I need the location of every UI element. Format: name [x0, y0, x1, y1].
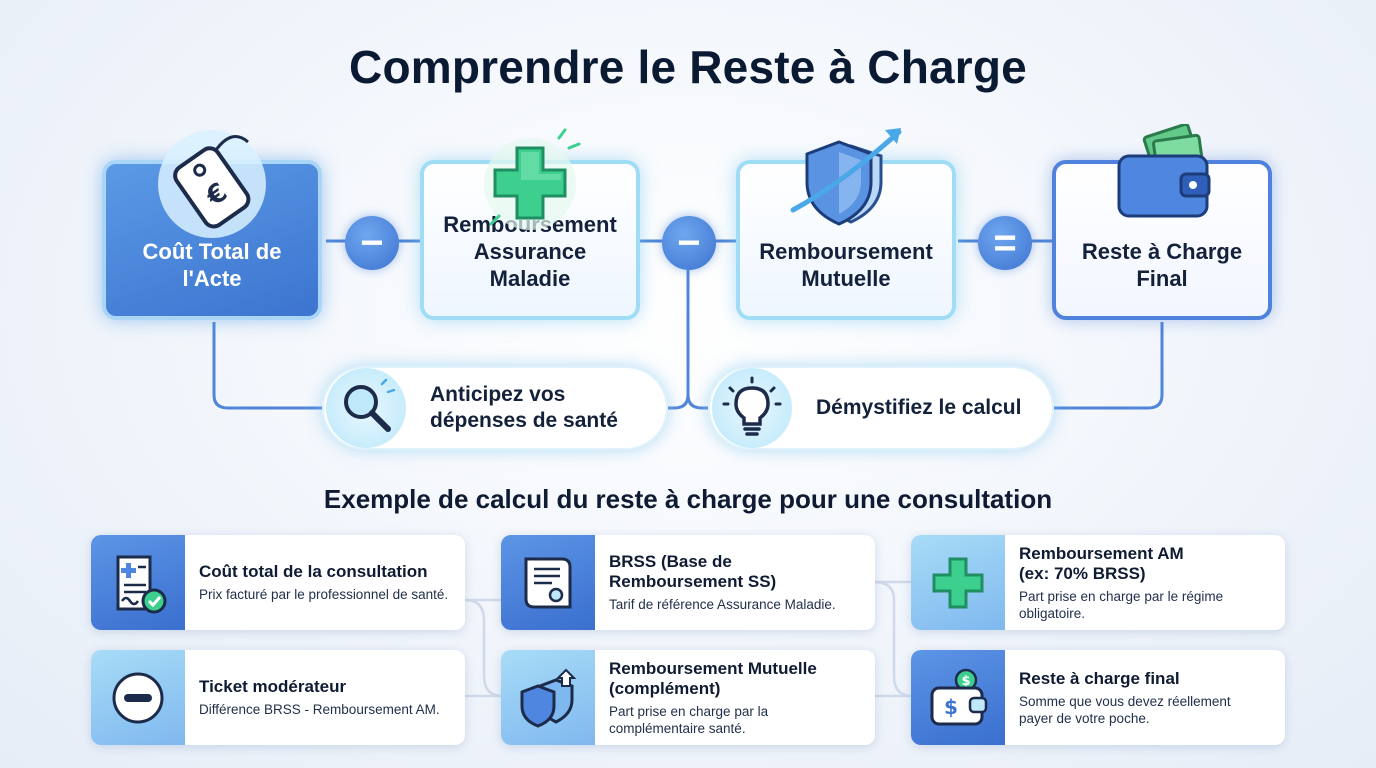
euro-price-tag-icon: € [152, 124, 272, 250]
example-title: Exemple de calcul du reste à charge pour… [323, 484, 1053, 514]
svg-text:$: $ [944, 695, 958, 719]
lightbulb-icon [712, 368, 792, 448]
wallet-icon [1107, 122, 1217, 230]
shield-arrow-icon [781, 124, 911, 240]
step-final-out-of-pocket: Reste à Charge Final [1052, 122, 1272, 320]
medical-cross-icon [911, 535, 1005, 630]
step-label: Coût Total de l'Acte [142, 239, 282, 291]
benefit-anticipate: Anticipez vos dépenses de santé [322, 366, 668, 450]
card-desc: Part prise en charge par le régime oblig… [1019, 588, 1224, 621]
card-brss: BRSS (Base de Remboursement SS) Tarif de… [501, 535, 875, 630]
equals-operator: = [978, 216, 1032, 270]
medical-cross-icon [475, 124, 585, 240]
step-total-cost: € Coût Total de l'Acte [102, 130, 322, 320]
card-title: Ticket modérateur [199, 677, 347, 696]
card-desc: Différence BRSS - Remboursement AM. [199, 702, 440, 717]
shields-arrow-icon [501, 650, 595, 745]
card-desc: Prix facturé par le professionnel de san… [199, 587, 449, 602]
magnifier-icon [326, 368, 406, 448]
card-final-out-of-pocket: $ $ Reste à charge final Somme que vous … [911, 650, 1285, 745]
certificate-icon [501, 535, 595, 630]
svg-text:$: $ [961, 674, 970, 689]
card-title: Reste à charge final [1019, 668, 1180, 688]
card-ticket-moderateur: Ticket modérateur Différence BRSS - Remb… [91, 650, 465, 745]
minus-circle-icon [91, 650, 185, 745]
wallet-dollar-icon: $ $ [911, 650, 1005, 745]
minus-operator: − [662, 216, 716, 270]
invoice-check-icon [91, 535, 185, 630]
step-mutuelle-reimbursement: Remboursement Mutuelle [736, 128, 956, 320]
card-title: Coût total de la consultation [199, 562, 428, 581]
card-desc: Part prise en charge par la complémentai… [609, 703, 769, 736]
card-total-cost: Coût total de la consultation Prix factu… [91, 535, 465, 630]
benefit-label: Démystifiez le calcul [816, 396, 1022, 419]
benefit-label: Anticipez vos dépenses de santé [430, 383, 618, 432]
card-desc: Somme que vous devez réellement payer de… [1019, 693, 1231, 726]
card-title: BRSS (Base de Remboursement SS) [609, 552, 777, 591]
card-desc: Tarif de référence Assurance Maladie. [609, 597, 836, 612]
minus-operator: − [345, 216, 399, 270]
step-am-reimbursement: Remboursement Assurance Maladie [420, 128, 640, 320]
benefit-demystify: Démystifiez le calcul [708, 366, 1054, 450]
card-title: Remboursement Mutuelle (complément) [609, 658, 817, 698]
card-title: Remboursement AM (ex: 70% BRSS) [1019, 543, 1184, 583]
step-label: Remboursement Mutuelle [759, 239, 933, 291]
card-am-reimbursement: Remboursement AM (ex: 70% BRSS) Part pri… [911, 535, 1285, 630]
card-mutuelle-reimbursement: Remboursement Mutuelle (complément) Part… [501, 650, 875, 745]
step-label: Reste à Charge Final [1081, 239, 1243, 291]
page-title: Comprendre le Reste à Charge [349, 41, 1027, 93]
